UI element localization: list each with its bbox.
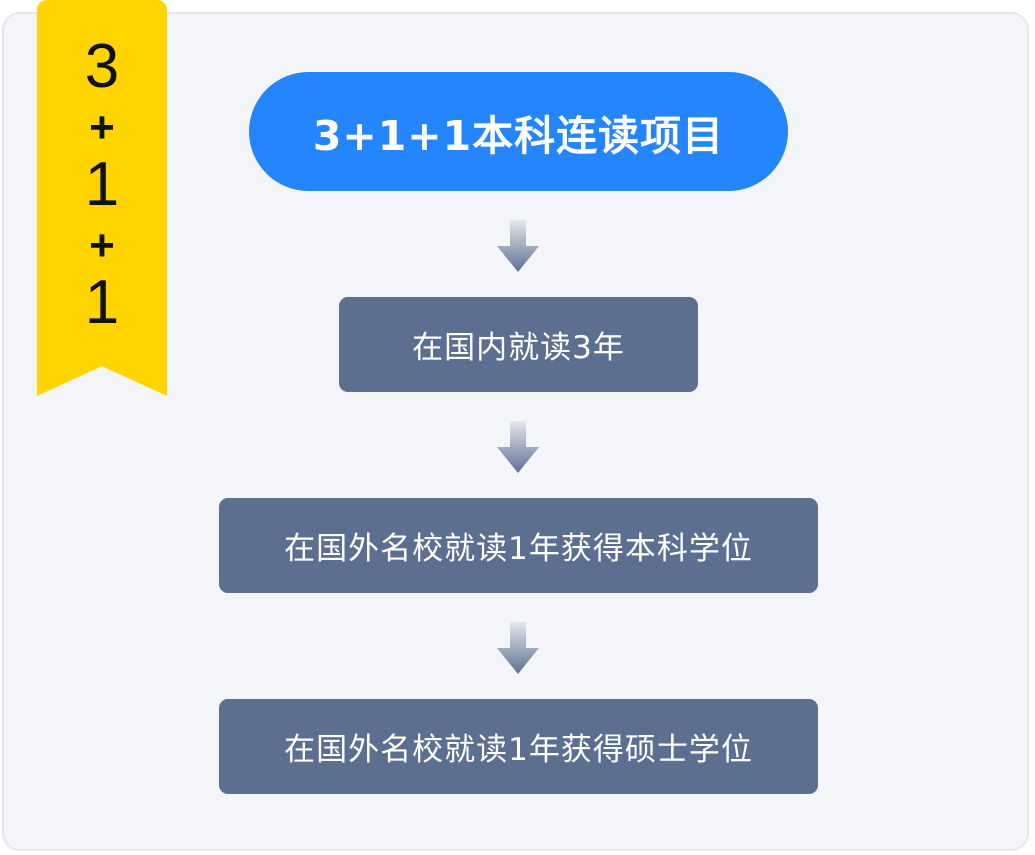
- step-domestic-study: 在国内就读3年: [339, 297, 698, 392]
- ribbon-digit-1a: 1: [84, 150, 120, 219]
- down-arrow-icon: [497, 622, 539, 674]
- down-arrow-icon: [497, 421, 539, 473]
- program-ribbon: 3 + 1 + 1: [37, 0, 167, 396]
- step-bachelor-degree: 在国外名校就读1年获得本科学位: [219, 498, 818, 593]
- step-master-degree: 在国外名校就读1年获得硕士学位: [219, 699, 818, 794]
- down-arrow-icon: [497, 220, 539, 272]
- ribbon-plus-2: +: [89, 221, 115, 270]
- program-title: 3+1+1本科连读项目: [249, 72, 788, 191]
- ribbon-plus-1: +: [89, 103, 115, 152]
- ribbon-digit-3: 3: [84, 32, 120, 101]
- ribbon-digit-1b: 1: [84, 268, 120, 337]
